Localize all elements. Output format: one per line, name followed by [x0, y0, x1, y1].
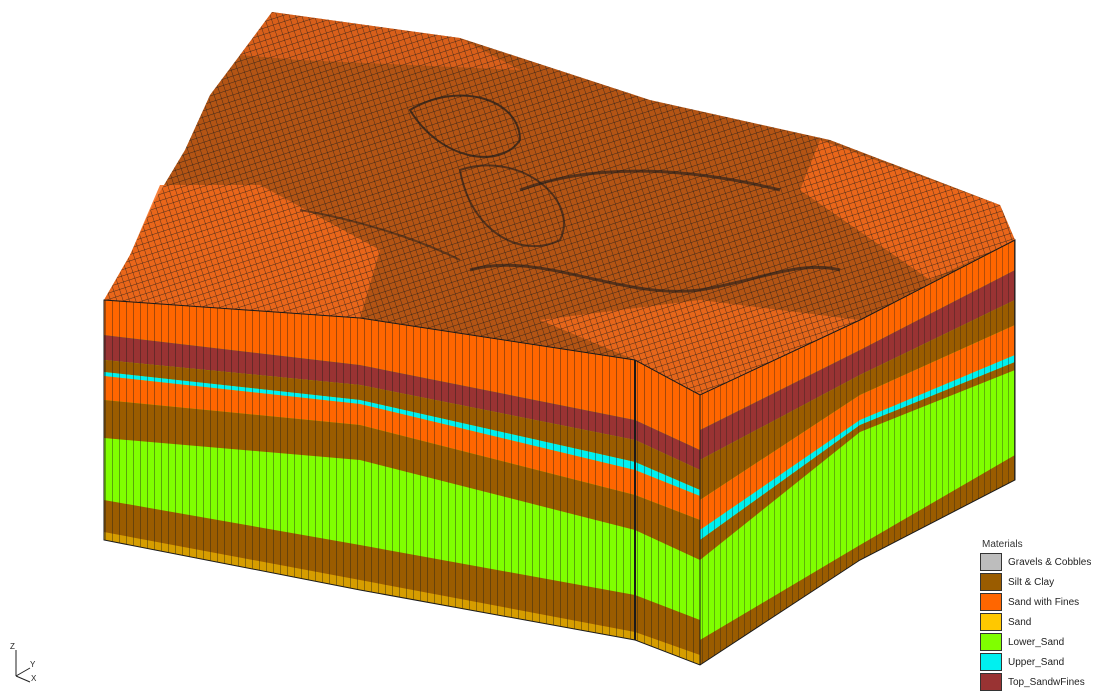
- legend-item: Lower_Sand: [980, 632, 1104, 652]
- axis-triad: Z Y X: [6, 640, 42, 684]
- legend-label: Upper_Sand: [1008, 656, 1065, 668]
- legend-swatch: [980, 673, 1002, 691]
- legend-item: Silt & Clay: [980, 572, 1104, 592]
- axis-y-label: Y: [30, 660, 36, 669]
- axis-x-label: X: [31, 674, 37, 683]
- legend-swatch: [980, 593, 1002, 611]
- legend-item: Sand: [980, 612, 1104, 632]
- legend-swatch: [980, 553, 1002, 571]
- legend-item: Top_SandwFines: [980, 672, 1104, 692]
- legend-label: Lower_Sand: [1008, 636, 1065, 648]
- legend-label: Silt & Clay: [1008, 576, 1055, 588]
- legend-label: Top_SandwFines: [1008, 676, 1085, 688]
- legend-item: Gravels & Cobbles: [980, 552, 1104, 572]
- legend-label: Sand: [1008, 616, 1032, 628]
- legend-label: Gravels & Cobbles: [1008, 556, 1092, 568]
- legend-item: Sand with Fines: [980, 592, 1104, 612]
- legend-item: Upper_Sand: [980, 652, 1104, 672]
- axis-z-label: Z: [10, 642, 15, 651]
- legend-swatch: [980, 633, 1002, 651]
- legend-swatch: [980, 613, 1002, 631]
- legend-swatch: [980, 573, 1002, 591]
- legend-title: Materials: [982, 539, 1023, 550]
- model-top-surface: [104, 12, 1015, 395]
- axis-triad-icon: [15, 650, 31, 683]
- legend-swatch: [980, 653, 1002, 671]
- legend-label: Sand with Fines: [1008, 596, 1080, 608]
